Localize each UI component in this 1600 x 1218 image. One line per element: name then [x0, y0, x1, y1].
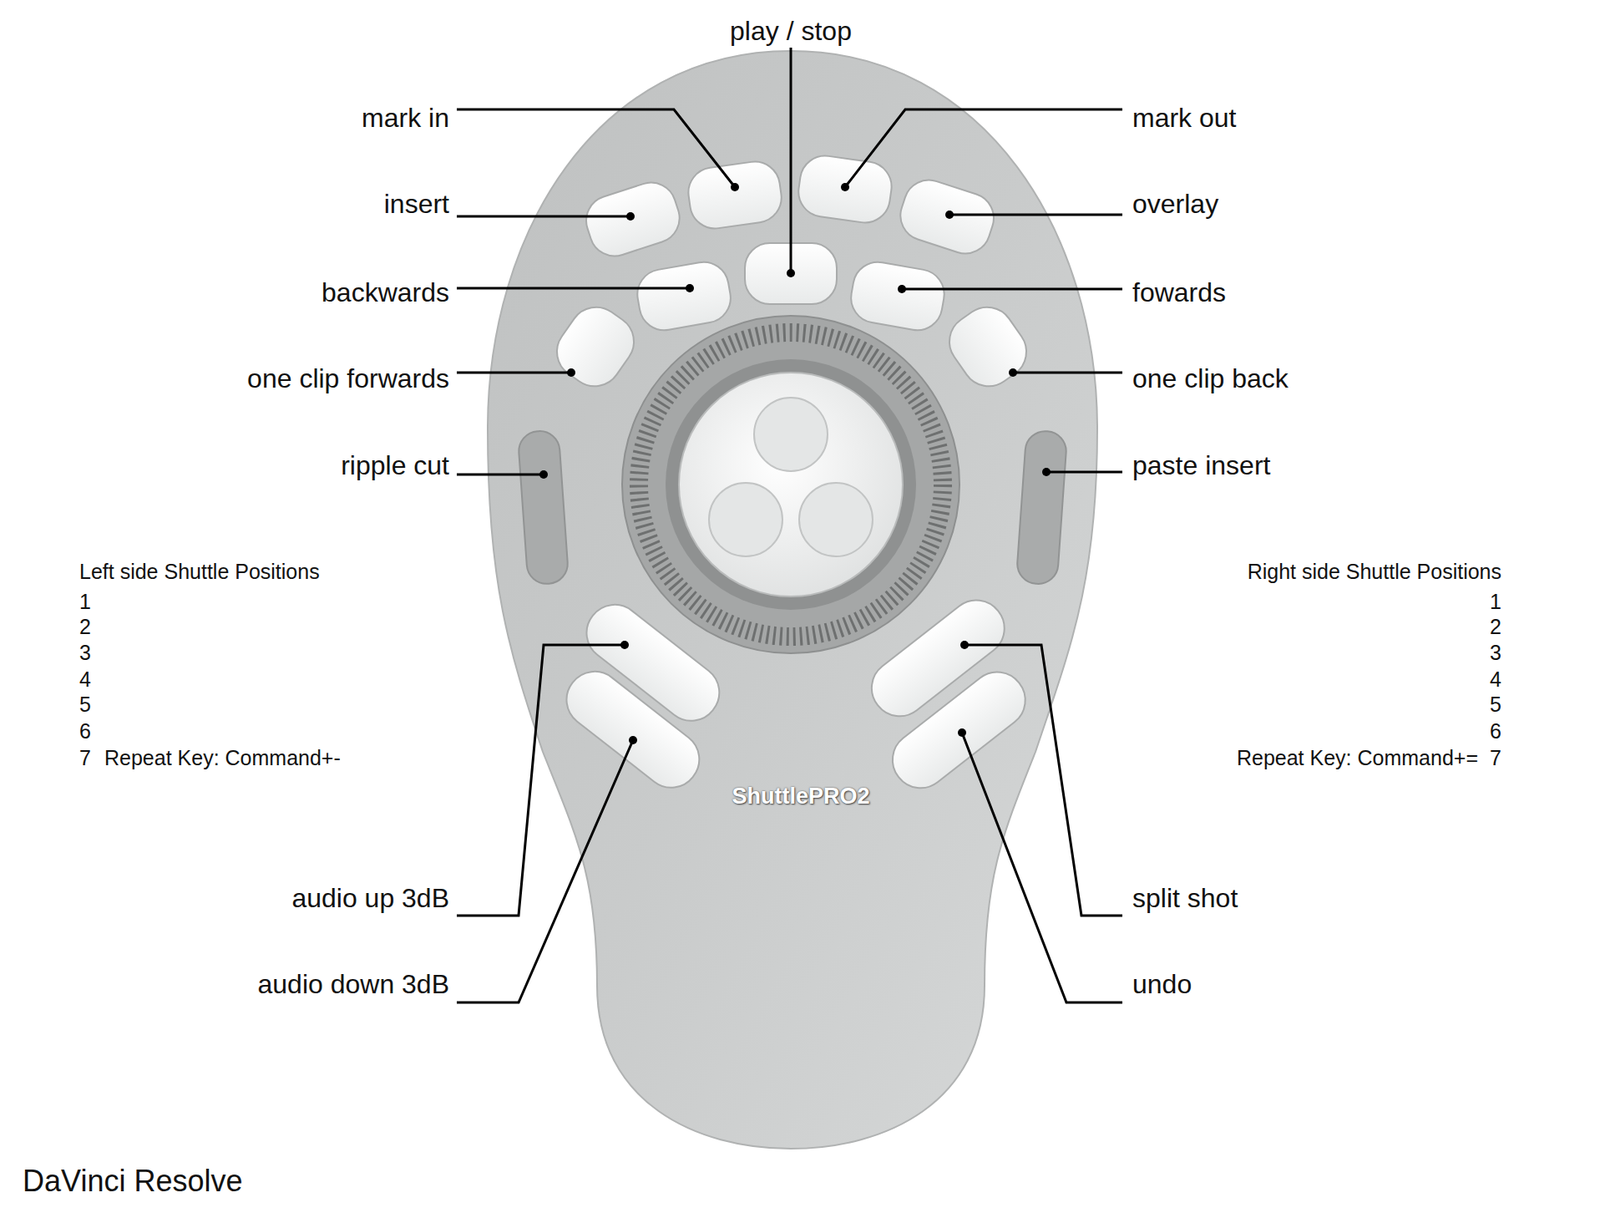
- position-number: 2: [1489, 613, 1502, 639]
- key-note: Repeat Key: Command+=: [1236, 744, 1479, 770]
- key-note: Repeat Key: Command+-: [104, 744, 341, 770]
- position-number: 6: [1489, 718, 1502, 744]
- callout-label: ripple cut: [340, 449, 450, 482]
- position-number: 5: [1489, 691, 1502, 717]
- position-number: 1: [1489, 588, 1502, 614]
- callout-label: audio up 3dB: [291, 881, 450, 914]
- position-number: 3: [79, 639, 92, 665]
- position-number: 4: [1489, 666, 1502, 692]
- callout-label: fowards: [1132, 276, 1226, 309]
- list-heading: Right side Shuttle Positions: [1247, 558, 1502, 584]
- list-heading: Left side Shuttle Positions: [79, 558, 320, 584]
- position-number: 1: [79, 588, 92, 614]
- position-number: 7: [79, 744, 92, 770]
- position-number: 4: [79, 666, 92, 692]
- position-number: 2: [79, 613, 92, 639]
- callout-label: one clip forwards: [247, 362, 450, 395]
- position-number: 5: [79, 691, 92, 717]
- callout-label: mark in: [361, 101, 450, 134]
- callout-label: one clip back: [1132, 362, 1289, 395]
- position-number: 6: [79, 718, 92, 744]
- position-number: 3: [1489, 639, 1502, 665]
- callout-label: undo: [1132, 967, 1192, 1000]
- callout-label: mark out: [1132, 101, 1236, 134]
- brand-logo: ShuttlePRO2: [731, 782, 870, 810]
- jog-shuttle: [622, 315, 960, 654]
- leader-lines: [456, 47, 1123, 1003]
- callout-label: split shot: [1132, 881, 1238, 914]
- callout-label: backwards: [321, 276, 450, 309]
- callout-label: audio down 3dB: [257, 967, 450, 1000]
- leader-dots: [539, 182, 1051, 745]
- callout-label: paste insert: [1132, 449, 1271, 482]
- callout-label: play / stop: [729, 15, 852, 47]
- callout-label: overlay: [1132, 187, 1219, 220]
- lower-buttons: [555, 588, 1037, 799]
- position-number: 7: [1489, 744, 1502, 770]
- caption: DaVinci Resolve: [22, 1162, 243, 1199]
- callout-label: insert: [384, 187, 450, 220]
